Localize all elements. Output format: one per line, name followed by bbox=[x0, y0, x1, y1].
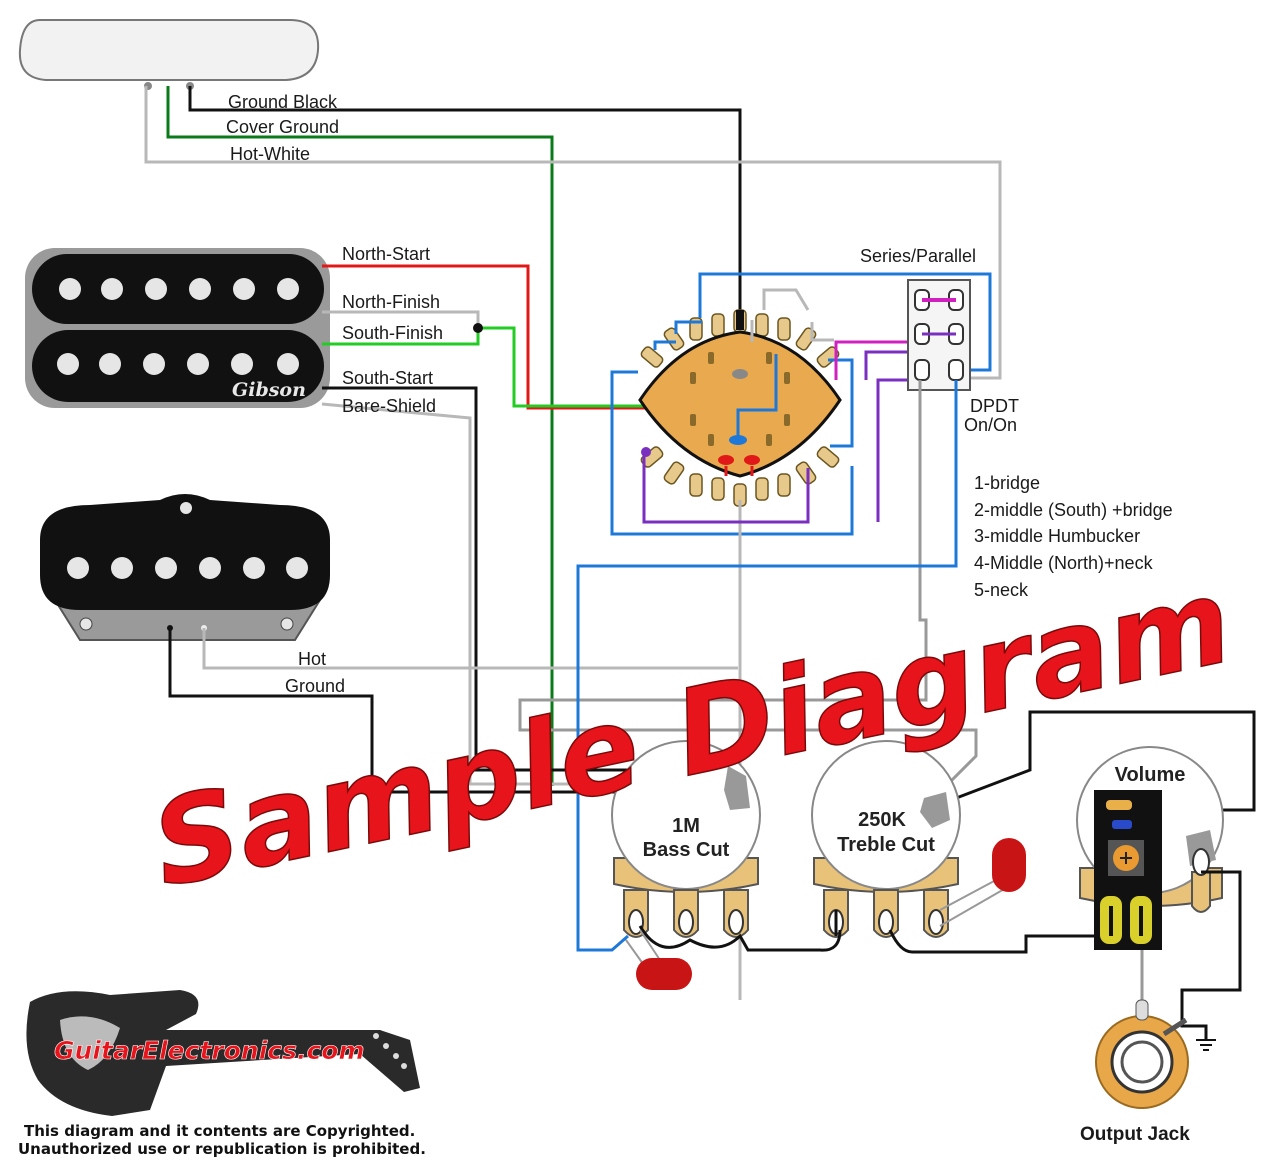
treble-capacitor bbox=[992, 838, 1026, 892]
volume-pot: Volume bbox=[1076, 746, 1224, 950]
wire-label-bare-shield: Bare-Shield bbox=[342, 396, 436, 416]
treble-cut-pot: 250K Treble Cut bbox=[811, 740, 961, 938]
wire-label-south-finish: South-Finish bbox=[342, 323, 443, 343]
wire-label-north-start: North-Start bbox=[342, 244, 430, 264]
ground-symbol bbox=[1196, 1030, 1216, 1051]
position-4: 4-Middle (North)+neck bbox=[974, 553, 1154, 573]
bridge-pickup bbox=[40, 494, 330, 641]
dpdt-switch bbox=[907, 279, 971, 391]
guitar-electronics-logo: GuitarElectronics.com bbox=[26, 990, 421, 1116]
switch-type-line2: On/On bbox=[964, 415, 1017, 435]
wire-label-hot: Hot bbox=[298, 649, 326, 669]
bass-cut-pot: 1M Bass Cut bbox=[611, 740, 761, 938]
position-5: 5-neck bbox=[974, 580, 1029, 600]
treble-pot-value: 250K bbox=[858, 809, 906, 831]
copyright-line2: Unauthorized use or republication is pro… bbox=[18, 1140, 426, 1158]
switch-title: Series/Parallel bbox=[860, 246, 976, 266]
volume-pot-name: Volume bbox=[1115, 764, 1186, 786]
svg-text:GuitarElectronics.com: GuitarElectronics.com bbox=[54, 1036, 365, 1065]
wire-label-north-finish: North-Finish bbox=[342, 292, 440, 312]
bass-pot-value: 1M bbox=[672, 815, 700, 837]
gibson-brand-label: Gibson bbox=[232, 379, 306, 401]
position-1: 1-bridge bbox=[974, 473, 1040, 493]
wire-label-ground-black: Ground Black bbox=[228, 92, 338, 112]
position-3: 3-middle Humbucker bbox=[974, 526, 1140, 546]
wire-label-ground: Ground bbox=[285, 676, 345, 696]
bass-capacitor bbox=[636, 958, 692, 990]
wire-label-hot-white: Hot-White bbox=[230, 144, 310, 164]
humbucker-pickup: Gibson bbox=[25, 248, 330, 408]
bass-pot-name: Bass Cut bbox=[643, 839, 730, 861]
output-jack bbox=[1095, 999, 1189, 1109]
copyright-line1: This diagram and it contents are Copyrig… bbox=[24, 1122, 415, 1140]
output-jack-label: Output Jack bbox=[1080, 1124, 1190, 1145]
wire-label-cover-ground: Cover Ground bbox=[226, 117, 339, 137]
position-list: 1-bridge 2-middle (South) +bridge 3-midd… bbox=[974, 473, 1173, 600]
wire-label-south-start: South-Start bbox=[342, 368, 433, 388]
switch-type-line1: DPDT bbox=[970, 396, 1019, 416]
treble-pot-name: Treble Cut bbox=[837, 834, 935, 856]
neck-pickup bbox=[18, 19, 320, 90]
position-2: 2-middle (South) +bridge bbox=[974, 500, 1173, 520]
five-way-switch bbox=[638, 309, 842, 507]
